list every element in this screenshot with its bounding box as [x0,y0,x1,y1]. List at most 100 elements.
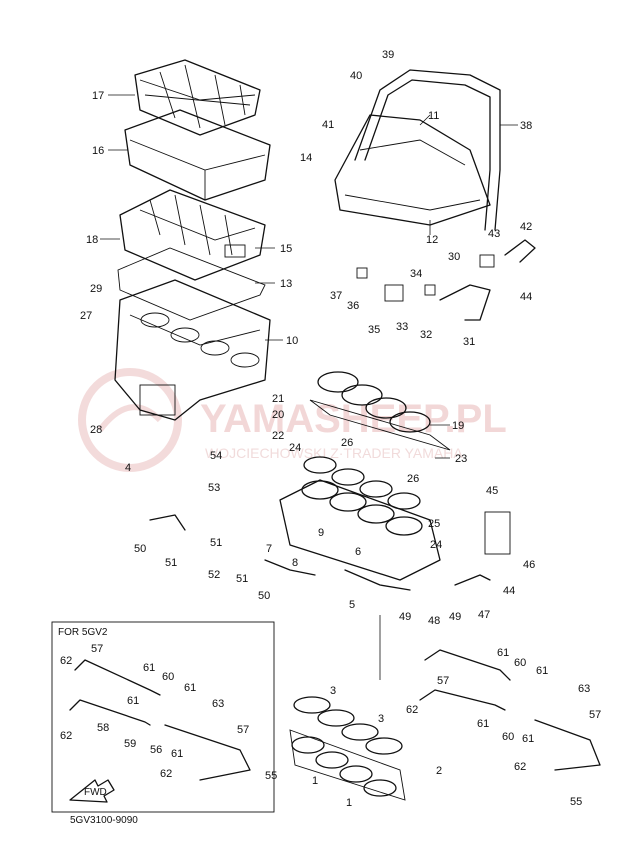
callout-6: 6 [355,546,361,558]
box-title: FOR 5GV2 [58,627,108,638]
callout-57: 57 [91,643,103,655]
carburetor-joint-19 [309,371,451,451]
callout-35: 35 [368,324,380,336]
callout-12: 12 [426,234,438,246]
callout-55b: 55 [570,796,582,808]
callout-27: 27 [80,310,92,322]
callout-1b: 1 [346,797,352,809]
callout-26b: 26 [407,473,419,485]
callout-54: 54 [210,450,222,462]
callout-61f: 61 [536,665,548,677]
watermark-sub: WOJCIECHOWSKI Z·TRADER YAMAHA [205,445,463,461]
air-filter-case-10 [114,279,271,421]
air-filter-element-15 [119,189,266,281]
callout-40: 40 [350,70,362,82]
callout-44: 44 [520,291,532,303]
callout-53: 53 [208,482,220,494]
callout-62b: 62 [60,730,72,742]
callout-13: 13 [280,278,292,290]
callout-5: 5 [349,599,355,611]
gasket-13 [117,247,266,321]
callout-4: 4 [125,462,131,474]
callout-48: 48 [428,615,440,627]
callout-32: 32 [420,329,432,341]
callout-60c: 60 [502,731,514,743]
callout-10: 10 [286,335,298,347]
callout-63: 63 [212,698,224,710]
fwd-label: FWD [84,787,107,798]
callout-51c: 51 [236,573,248,585]
callout-17: 17 [92,90,104,102]
callout-11: 11 [428,110,439,122]
callout-52: 52 [208,569,220,581]
callout-46: 46 [523,559,535,571]
callout-50: 50 [134,543,146,555]
callout-16: 16 [92,145,104,157]
callouts: 17 16 18 15 13 29 27 10 28 4 39 40 41 11… [60,49,601,809]
callout-33: 33 [396,321,408,333]
callout-36: 36 [347,300,359,312]
callout-62e: 62 [514,761,526,773]
callout-43: 43 [488,228,500,240]
callout-3b: 3 [378,713,384,725]
leader-lines [100,94,518,680]
hose-38-40 [354,69,501,231]
callout-61e: 61 [497,647,509,659]
box-hoses-right [419,649,601,771]
callout-39: 39 [382,49,394,61]
callout-18: 18 [86,234,98,246]
callout-1: 1 [312,775,318,787]
hoses-right-mid [356,239,536,321]
box-5gv2 [51,621,275,813]
callout-57d: 57 [589,709,601,721]
callout-8: 8 [292,557,298,569]
callout-42: 42 [520,221,532,233]
air-duct-11 [334,114,491,226]
callout-37: 37 [330,290,342,302]
callout-50b: 50 [258,590,270,602]
callout-49: 49 [399,611,411,623]
callout-63b: 63 [578,683,590,695]
callout-24: 24 [289,442,301,454]
callout-22: 22 [272,430,284,442]
callout-2: 2 [436,765,442,777]
box-hoses-left [69,659,251,781]
callout-7: 7 [266,543,272,555]
air-filter-case-cover-16 [124,109,271,201]
callout-61: 61 [143,662,155,674]
callout-28: 28 [90,424,102,436]
callout-61b: 61 [184,682,196,694]
callout-61g: 61 [477,718,489,730]
callout-60b: 60 [514,657,526,669]
callout-61h: 61 [522,733,534,745]
part-code: 5GV3100-9090 [70,815,138,826]
fwd-arrow-icon: FWD [69,779,115,803]
callout-21: 21 [272,393,284,405]
intake-joints-1 [289,696,406,801]
callout-61d: 61 [171,748,183,760]
throttle-body-assembly [279,456,441,581]
callout-60: 60 [162,671,174,683]
callout-56: 56 [150,744,162,756]
callout-62: 62 [60,655,72,667]
callout-25: 25 [428,518,440,530]
callout-57b: 57 [237,724,249,736]
watermark: YAMASHEEP.PL WOJCIECHOWSKI Z·TRADER YAMA… [78,368,507,472]
callout-9: 9 [318,527,324,539]
callout-59: 59 [124,738,136,750]
callout-34: 34 [410,268,422,280]
callout-44b: 44 [503,585,515,597]
callout-20: 20 [272,409,284,421]
callout-57c: 57 [437,675,449,687]
callout-26: 26 [341,437,353,449]
callout-51: 51 [210,537,222,549]
callout-30: 30 [448,251,460,263]
callout-49b: 49 [449,611,461,623]
callout-23: 23 [455,453,467,465]
callout-58: 58 [97,722,109,734]
callout-29: 29 [90,283,102,295]
callout-51b: 51 [165,557,177,569]
callout-31: 31 [463,336,475,348]
